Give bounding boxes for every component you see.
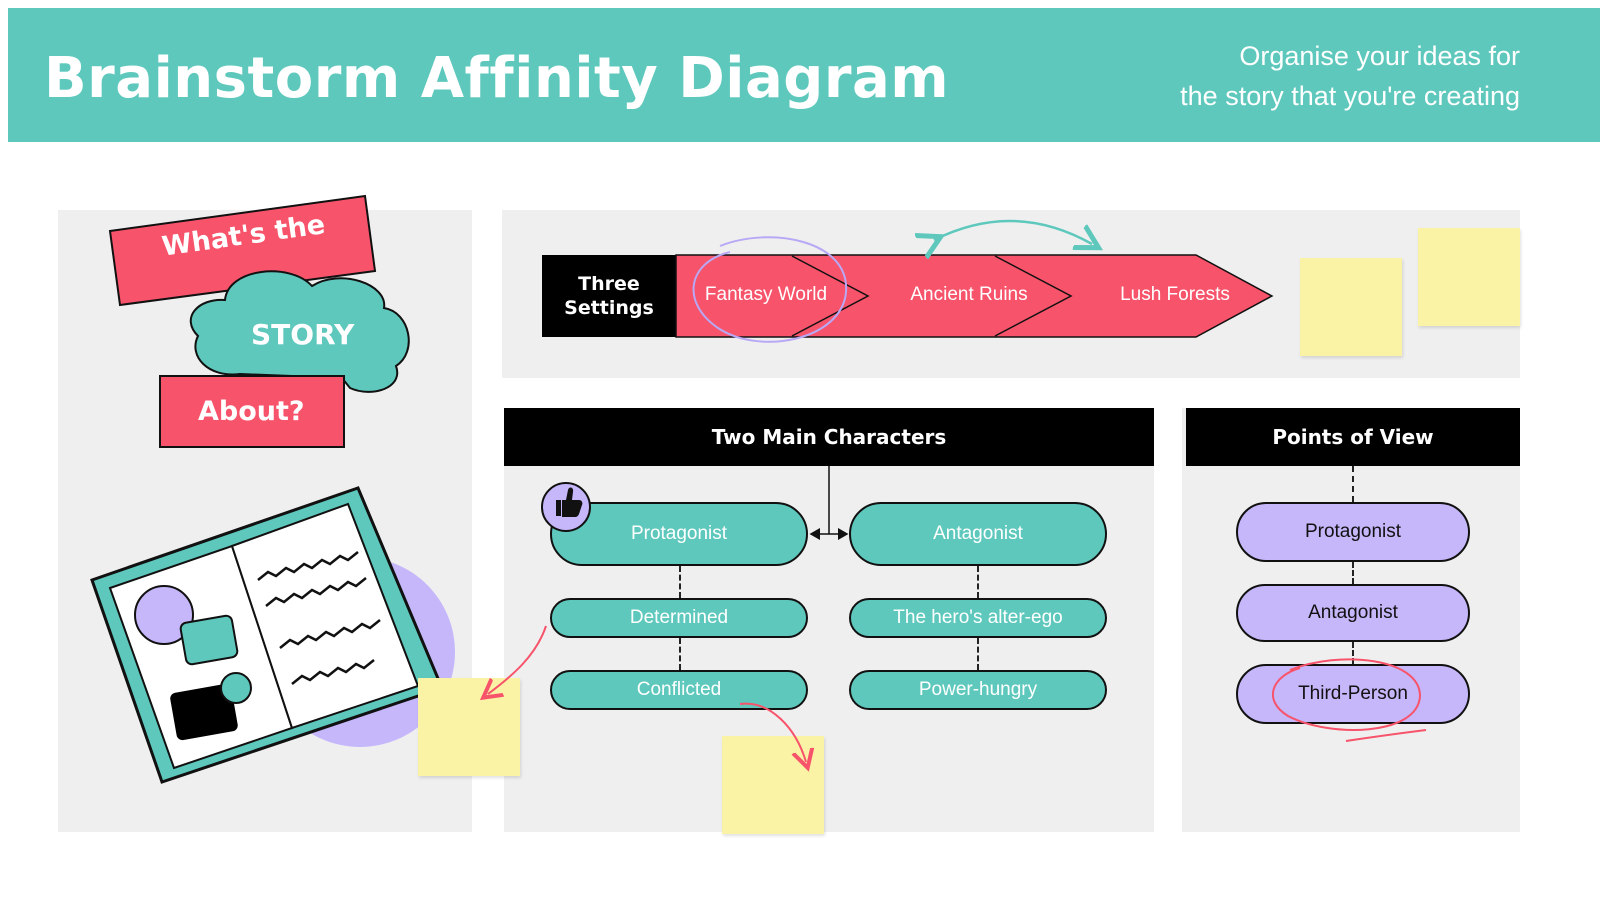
trait-determined[interactable]: Determined bbox=[550, 598, 808, 638]
connector-determined-conflicted bbox=[679, 638, 681, 670]
story-text-about: About? bbox=[198, 396, 305, 427]
connector-pov-2-3 bbox=[1352, 642, 1354, 664]
pov-antagonist[interactable]: Antagonist bbox=[1236, 584, 1470, 642]
points-of-view-heading: Points of View bbox=[1186, 408, 1520, 466]
subtitle-line-2: the story that you're creating bbox=[1180, 81, 1520, 111]
subtitle-line-1: Organise your ideas for bbox=[1239, 41, 1520, 71]
story-text-story: STORY bbox=[251, 318, 355, 351]
page-title: Brainstorm Affinity Diagram bbox=[44, 46, 950, 111]
trait-power-hungry[interactable]: Power-hungry bbox=[849, 670, 1107, 710]
settings-heading: Three Settings bbox=[542, 272, 676, 320]
connector-pov-1-2 bbox=[1352, 562, 1354, 584]
character-protagonist[interactable]: Protagonist bbox=[550, 502, 808, 566]
story-panel bbox=[58, 210, 472, 832]
sticky-note-1[interactable] bbox=[1300, 258, 1402, 356]
sticky-note-4[interactable] bbox=[722, 736, 824, 834]
connector-protagonist-determined bbox=[679, 566, 681, 598]
pov-protagonist[interactable]: Protagonist bbox=[1236, 502, 1470, 562]
sticky-note-3[interactable] bbox=[418, 678, 520, 776]
settings-heading-line-1: Three bbox=[578, 273, 640, 295]
connector-pov-top bbox=[1352, 466, 1354, 502]
connector-alterego-powerhungry bbox=[977, 638, 979, 670]
setting-item-ancient-ruins[interactable]: Ancient Ruins bbox=[910, 284, 1028, 305]
setting-item-fantasy-world[interactable]: Fantasy World bbox=[704, 284, 828, 305]
trait-conflicted[interactable]: Conflicted bbox=[550, 670, 808, 710]
character-antagonist[interactable]: Antagonist bbox=[849, 502, 1107, 566]
pov-third-person[interactable]: Third-Person bbox=[1236, 664, 1470, 724]
characters-heading: Two Main Characters bbox=[504, 408, 1154, 466]
trait-alter-ego[interactable]: The hero's alter-ego bbox=[849, 598, 1107, 638]
settings-heading-line-2: Settings bbox=[564, 297, 654, 319]
connector-antagonist-alterego bbox=[977, 566, 979, 598]
sticky-note-2[interactable] bbox=[1418, 228, 1520, 326]
setting-item-lush-forests[interactable]: Lush Forests bbox=[1120, 284, 1230, 305]
page-subtitle: Organise your ideas for the story that y… bbox=[1180, 36, 1520, 116]
header-banner: Brainstorm Affinity Diagram Organise you… bbox=[8, 8, 1600, 142]
